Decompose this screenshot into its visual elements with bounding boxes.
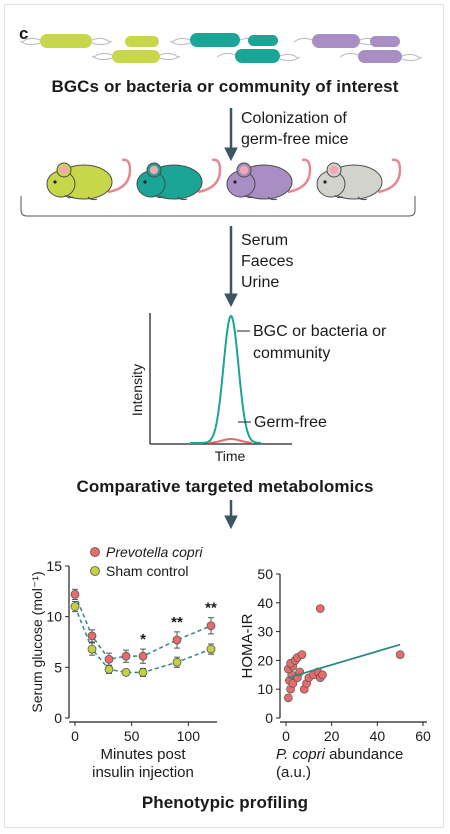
glucose-ytick-label: 10	[46, 609, 62, 625]
bacterium	[248, 35, 278, 46]
legend-marker	[90, 547, 100, 557]
homa-ytick-label: 50	[257, 566, 273, 582]
glucose-data-point	[121, 668, 131, 677]
regression-line	[288, 643, 401, 679]
step3-label: Serum Faeces Urine	[241, 230, 293, 293]
glucose-data-point	[104, 654, 114, 664]
glucose-xlabel-line-2: insulin injection	[92, 764, 194, 781]
glucose-xtick-label: 100	[177, 728, 201, 744]
peak-trace	[190, 314, 262, 444]
homa-ylabel: HOMA-IR	[239, 613, 256, 678]
homa-data-point	[283, 693, 293, 703]
legend-label: Sham control	[106, 563, 188, 579]
bacterium	[112, 50, 160, 63]
baseline-trace	[208, 438, 252, 444]
legend-marker	[90, 566, 100, 576]
panel-label: c	[19, 24, 29, 43]
glucose-ytick-label: 5	[54, 659, 62, 675]
step3-line-2: Faeces	[241, 253, 294, 270]
homa-data-point	[288, 679, 298, 688]
homa-xtick-label: 20	[324, 728, 340, 744]
mouse-teal	[136, 158, 222, 201]
homa-xlabel-unit: (a.u.)	[276, 764, 311, 781]
glucose-ylabel: Serum glucose (mol⁻¹)	[29, 571, 45, 712]
significance-marker: **	[205, 600, 217, 617]
glucose-data-point	[70, 589, 80, 599]
homa-ytick-label: 0	[265, 710, 273, 726]
homa-xtick-label: 0	[282, 728, 290, 744]
chromatogram-ylabel: Intensity	[129, 364, 145, 416]
bacteria-group-purple	[293, 34, 423, 63]
arrow-3	[224, 500, 238, 530]
glucose-ytick-label: 0	[54, 710, 62, 726]
bacteria-group-lime	[19, 34, 181, 63]
step3-line-1: Serum	[241, 232, 289, 249]
mouse-lime	[46, 158, 132, 201]
chromatogram-xlabel: Time	[215, 448, 246, 464]
bacterium	[190, 33, 240, 47]
bacterium	[370, 36, 400, 47]
glucose-xtick-label: 0	[71, 728, 79, 744]
homa-ytick-label: 40	[257, 595, 273, 611]
step2-line-2: germ-free mice	[241, 131, 349, 148]
homa-ytick-label: 30	[257, 624, 273, 640]
glucose-data-point	[121, 651, 131, 661]
step4-title: Comparative targeted metabolomics	[76, 477, 374, 496]
baseline-label: Germ-free	[254, 414, 327, 431]
homa-scatter-chart: 0 10 20 30 40 50 0 20 40 60 HOMA-IR P. copri abunda…	[239, 566, 431, 781]
bacterium	[40, 34, 92, 48]
homa-data-point	[318, 670, 327, 680]
significance-marker: **	[171, 614, 183, 631]
glucose-chart: 0 5 10 15 0 50 100 Serum glucose (mol⁻¹) Minutes…	[29, 544, 217, 781]
mouse-grey	[316, 158, 402, 201]
homa-ytick-label: 20	[257, 652, 273, 668]
arrow-2	[224, 226, 238, 308]
step2-label: Colonization of germ-free mice	[241, 108, 349, 150]
glucose-data-point	[104, 664, 114, 674]
bacterium	[312, 34, 360, 48]
step3-line-3: Urine	[241, 274, 280, 291]
bacterium	[358, 50, 402, 63]
glucose-data-point	[172, 657, 182, 667]
bacteria-row	[19, 33, 423, 63]
glucose-data-point	[206, 621, 216, 631]
step1-title: BGCs or bacteria or community of interes…	[51, 77, 399, 96]
homa-data-point	[315, 604, 325, 613]
arrow-1	[224, 108, 238, 162]
bottom-title: Phenotypic profiling	[141, 793, 309, 812]
peak-label-line-1: BGC or bacteria or	[253, 323, 387, 340]
homa-xtick-label: 40	[370, 728, 386, 744]
glucose-data-point	[87, 644, 97, 654]
homa-xlabel: P. copri abundance	[276, 746, 403, 763]
glucose-data-point	[87, 631, 97, 641]
glucose-data-point	[138, 651, 148, 661]
significance-marker: *	[140, 631, 146, 648]
homa-data-point	[395, 650, 405, 659]
glucose-xlabel-line-1: Minutes post	[100, 746, 186, 763]
bacterium	[125, 36, 159, 47]
figure-frame	[4, 4, 444, 828]
glucose-data-point	[172, 635, 182, 645]
glucose-data-point	[206, 644, 216, 654]
bacteria-group-teal	[169, 33, 301, 63]
bacterium	[235, 49, 280, 63]
glucose-ytick-label: 15	[46, 558, 62, 574]
glucose-xtick-label: 50	[124, 728, 140, 744]
mouse-purple	[226, 158, 312, 201]
homa-ytick-label: 10	[257, 681, 273, 697]
glucose-data-point	[138, 668, 148, 677]
homa-data-point	[297, 650, 307, 659]
peak-label-line-2: community	[253, 345, 330, 362]
legend-label: Prevotella copri	[106, 544, 203, 560]
glucose-data-point	[70, 602, 80, 611]
homa-xtick-label: 60	[415, 728, 431, 744]
step2-line-1: Colonization of	[241, 110, 347, 127]
